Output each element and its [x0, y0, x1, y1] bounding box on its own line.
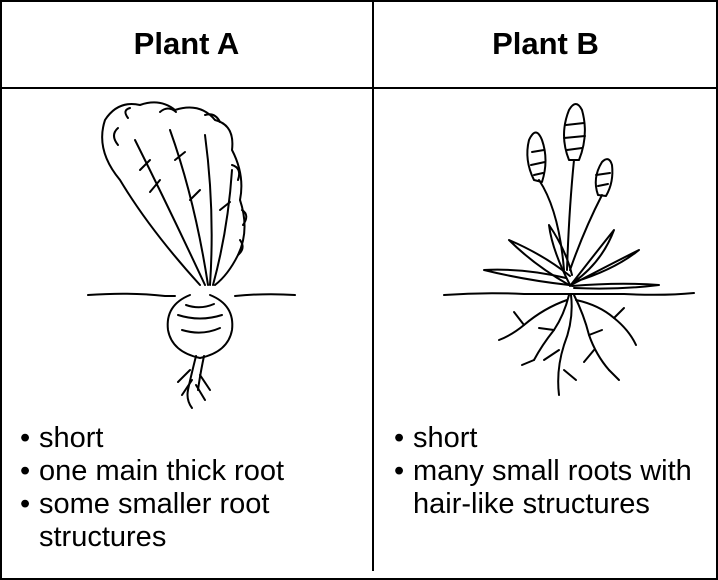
fibrous-root-plant-icon: [374, 90, 718, 420]
plant-a-header: Plant A: [0, 0, 373, 88]
list-item: one main thick root: [20, 455, 360, 488]
plant-b-traits: short many small roots with hair-like st…: [394, 422, 704, 521]
list-item: some smaller root structures: [20, 488, 360, 554]
list-item: short: [394, 422, 704, 455]
list-item: many small roots with hair-like structur…: [394, 455, 704, 521]
plant-b-header: Plant B: [373, 0, 718, 88]
plant-a-traits: short one main thick root some smaller r…: [20, 422, 360, 554]
list-item: short: [20, 422, 360, 455]
beet-plant-icon: [0, 90, 372, 420]
